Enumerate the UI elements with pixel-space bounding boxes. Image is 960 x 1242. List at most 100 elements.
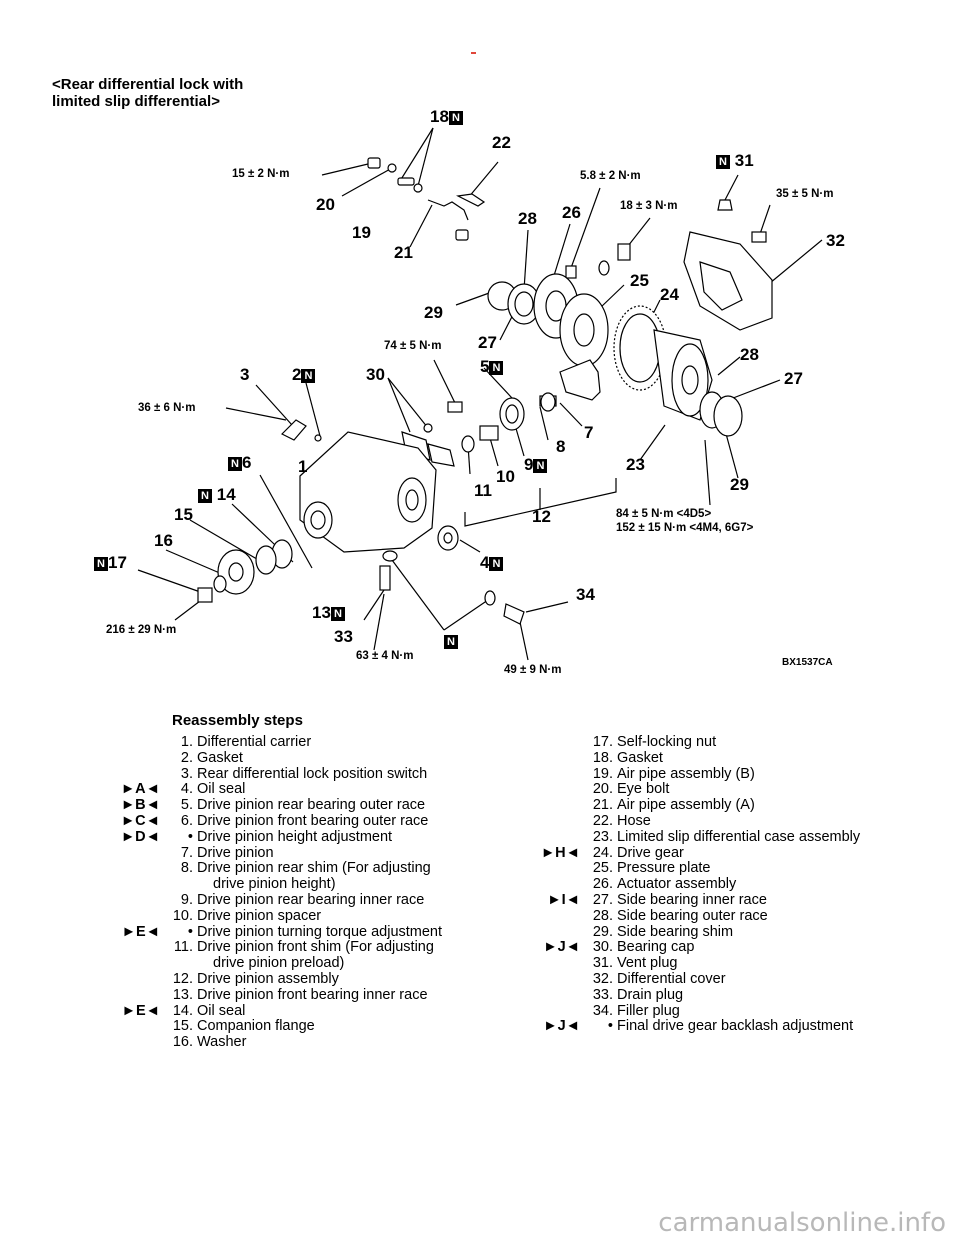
label-28-top: 28 [518, 209, 537, 228]
step-text: Differential carrier [197, 734, 312, 750]
step-item: 9.Drive pinion rear bearing inner race [108, 891, 442, 909]
step-tag [528, 909, 583, 925]
step-tag [528, 830, 583, 846]
step-text: Drain plug [617, 986, 684, 1003]
step-number: 1. [180, 734, 193, 750]
step-tag [528, 814, 583, 830]
label-1: 1 [298, 457, 308, 476]
label-29-right: 29 [730, 475, 749, 494]
step-number: 28. [592, 907, 613, 924]
step-item: 12.Drive pinion assembly [108, 971, 442, 988]
step-tag [108, 861, 163, 877]
step-number [163, 956, 193, 972]
step-tag [528, 972, 583, 988]
label-28-right: 28 [740, 345, 759, 364]
n-badge-icon: N [716, 155, 730, 169]
step-number: 16. [172, 1034, 193, 1051]
step-text: drive pinion height) [213, 876, 336, 893]
step-number: 9. [180, 891, 193, 908]
step-item: 1.Differential carrier [108, 734, 442, 751]
step-tag: ►I◄ [547, 891, 580, 908]
step-tag [528, 798, 583, 814]
step-text: Drive pinion front bearing inner race [197, 986, 428, 1003]
exploded-view-figure: <Rear differential lock with limited sli… [52, 76, 845, 676]
step-tag: ►B◄ [120, 797, 160, 814]
step-tag [528, 925, 583, 941]
watermark: carmanualsonline.info [658, 1208, 946, 1238]
label-7: 7 [584, 423, 594, 442]
label-14: N 14 [198, 486, 236, 504]
step-text: Eye bolt [617, 781, 670, 798]
label-29-top: 29 [424, 303, 443, 322]
step-tag [108, 877, 163, 893]
step-item: 26.Actuator assembly [528, 876, 860, 893]
step-item: 8.Drive pinion rear shim (For adjusting [108, 861, 442, 877]
step-tag [528, 735, 583, 751]
step-text: Hose [617, 812, 651, 829]
step-number [163, 877, 193, 893]
step-text: Gasket [197, 749, 243, 766]
step-tag: ►H◄ [540, 844, 580, 861]
step-number: 34. [592, 1002, 613, 1019]
torque-84: 84 ± 5 N·m <4D5> [616, 508, 712, 520]
label-27-top: 27 [478, 333, 497, 352]
step-text: Limited slip differential case assembly [617, 828, 861, 845]
step-item: 23.Limited slip differential case assemb… [528, 828, 861, 846]
step-text: Drive pinion rear bearing inner race [197, 891, 425, 908]
step-tag [108, 893, 163, 909]
torque-63: 63 ± 4 N·m [356, 650, 414, 662]
n-badge-icon: N [448, 111, 463, 125]
step-number: 15. [172, 1018, 193, 1035]
step-item: 21.Air pipe assembly (A) [528, 797, 860, 814]
step-item: ►D◄•Drive pinion height adjustment [108, 828, 442, 846]
step-number: 32. [592, 970, 613, 987]
n-badge-icon: N [94, 557, 108, 571]
step-tag: ►J◄ [543, 939, 580, 956]
step-item: 19.Air pipe assembly (B) [528, 766, 860, 783]
step-text: Final drive gear backlash adjustment [617, 1018, 854, 1035]
label-15: 15 [174, 505, 193, 524]
step-tag [528, 877, 583, 893]
label-3: 3 [240, 365, 250, 384]
step-tag [108, 988, 163, 1004]
step-item: 20.Eye bolt [528, 782, 860, 798]
step-tag [108, 767, 163, 783]
step-text: Drive pinion rear shim (For adjusting [197, 860, 431, 877]
label-19: 19 [352, 223, 371, 242]
torque-36: 36 ± 6 N·m [138, 402, 196, 414]
label-30: 30 [366, 365, 385, 384]
step-item: ►I◄27.Side bearing inner race [528, 891, 860, 909]
step-text: Drive pinion front bearing outer race [197, 812, 429, 829]
n-badge-icon: N [198, 489, 212, 503]
step-number: 21. [592, 797, 613, 814]
step-tag: ►J◄ [543, 1018, 580, 1035]
step-number: • [187, 923, 193, 940]
step-text: Drive pinion front shim (For adjusting [197, 939, 434, 956]
label-34: 34 [576, 585, 595, 604]
step-tag [528, 1004, 583, 1020]
step-number: 14. [172, 1002, 193, 1019]
step-item: 18.Gasket [528, 749, 860, 767]
step-number: 29. [592, 923, 613, 940]
step-item: 22.Hose [528, 812, 860, 830]
step-number: 18. [592, 749, 613, 766]
step-text: drive pinion preload) [213, 955, 345, 972]
step-text: Self-locking nut [617, 734, 717, 750]
step-text: Drive pinion height adjustment [197, 828, 393, 845]
step-item: 33.Drain plug [528, 986, 860, 1004]
step-text: Gasket [617, 749, 663, 766]
step-number: 20. [592, 781, 613, 798]
step-tag [528, 782, 583, 798]
n-badge-icon: N [330, 607, 345, 621]
figure-title-line-2: limited slip differential> [52, 93, 220, 110]
step-number: 3. [180, 765, 193, 782]
step-item: 34.Filler plug [528, 1002, 860, 1020]
label-16: 16 [154, 531, 173, 550]
